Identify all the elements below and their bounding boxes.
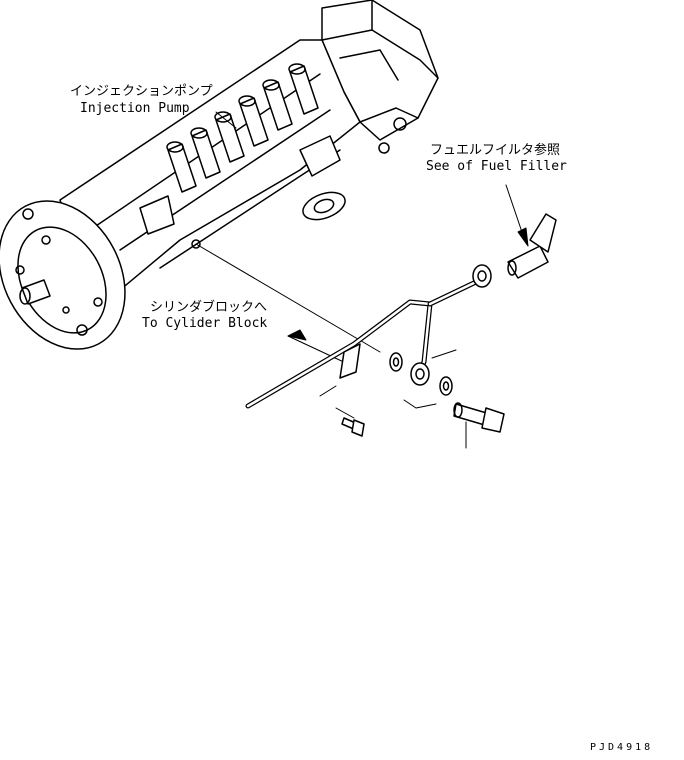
leader-lines [195, 111, 525, 449]
cylinder-block-arrow-head [287, 329, 307, 341]
drawing-code: PJD4918 [590, 742, 654, 753]
banjo-bolt [453, 402, 505, 433]
delivery-valves [166, 63, 319, 193]
injection-pump-label-en: Injection Pump [80, 101, 190, 116]
fuel-filter-label-en: See of Fuel Filler [426, 159, 567, 174]
fuel-filter-arrow-head [517, 227, 529, 247]
cylinder-block-label-en: To Cylider Block [142, 316, 268, 331]
fuel-filter-label-jp: フュエルフイルタ参照 [430, 143, 561, 158]
injection-pump-label-jp: インジェクションポンプ [70, 84, 213, 99]
injection-pump [0, 0, 439, 350]
fuel-filter-fitting [507, 213, 557, 279]
cylinder-block-label-jp: シリンダブロックへ [150, 300, 268, 315]
gaskets [389, 352, 453, 396]
return-pipe [245, 264, 492, 409]
clamp-bolt [341, 417, 365, 437]
cylinder-block-arrow-line [287, 335, 349, 365]
